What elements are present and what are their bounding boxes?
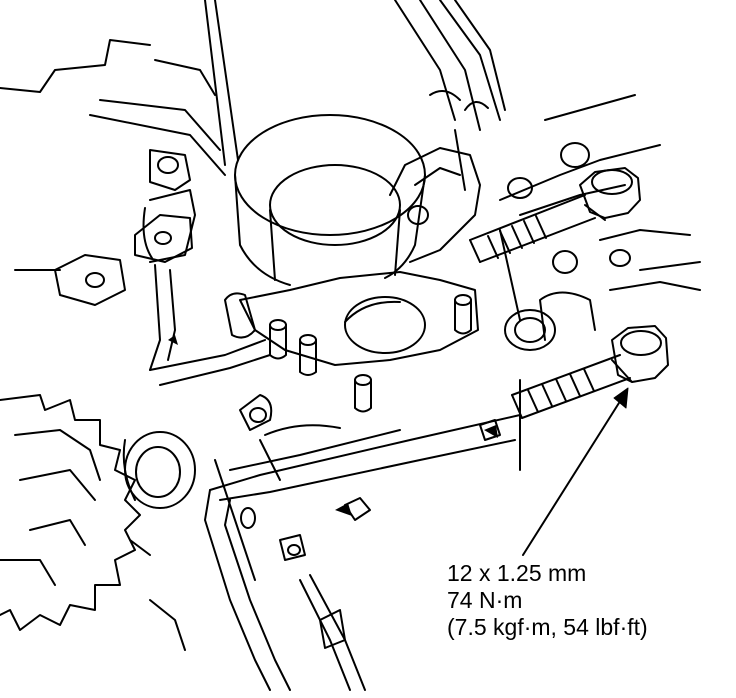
cross-bar [209,394,521,521]
lower-arm [204,489,366,691]
leader-arrow [522,387,629,556]
right-bracket [389,129,481,263]
left-frame [0,39,271,386]
round-boss [122,431,256,581]
small-wedges [168,335,498,516]
torque-spec-callout: 12 x 1.25 mm 74 N·m (7.5 kgf·m, 54 lbf·f… [447,560,648,641]
upper-housing [204,0,506,166]
right-structure [499,94,701,471]
bolt-size-label: 12 x 1.25 mm [447,560,587,586]
left-bosses [54,149,256,339]
lower-bolt [511,325,669,419]
gear [0,394,186,651]
upper-bolt [469,167,641,263]
torque-nm-label: 74 N·m [447,587,523,613]
torque-alt-label: (7.5 kgf·m, 54 lbf·ft) [447,614,648,640]
flange-studs [269,294,472,413]
